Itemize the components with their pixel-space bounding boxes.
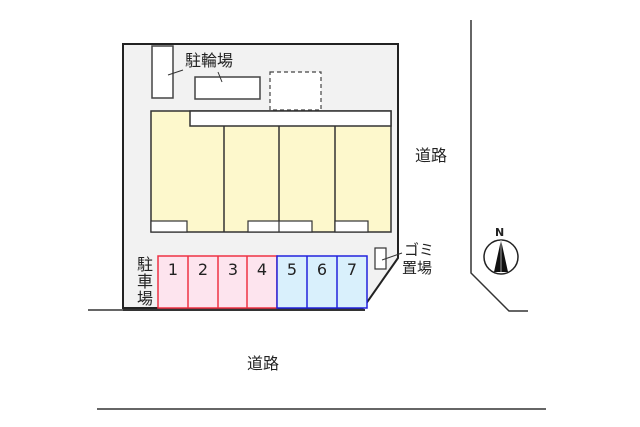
garbage-label-2: 置場: [402, 259, 433, 277]
car-parking-label: 駐車場: [136, 255, 153, 308]
parking-space-4: 4: [256, 260, 268, 279]
garbage-box: [374, 247, 387, 270]
road-east-edge: [470, 20, 528, 312]
corridor: [189, 110, 392, 127]
parking-space-6: 6: [316, 260, 328, 279]
parking-space-5: 5: [286, 260, 298, 279]
parking-space-1: 1: [167, 260, 179, 279]
parking-space-2: 2: [197, 260, 209, 279]
bicycle-rack-2: [194, 76, 261, 100]
bicycle-parking-label: 駐輪場: [185, 51, 234, 70]
building: [150, 110, 392, 233]
bicycle-rack-1: [151, 45, 174, 99]
parking-space-7: 7: [346, 260, 358, 279]
north-label: N: [495, 226, 505, 239]
road-east-label: 道路: [415, 146, 448, 165]
parking-group-b: [276, 255, 368, 309]
road-south-label: 道路: [247, 354, 280, 373]
garbage-label-1: ゴミ: [404, 241, 435, 259]
dashed-area: [269, 71, 322, 111]
parking-space-3: 3: [227, 260, 239, 279]
north-arrow-icon: [483, 239, 519, 275]
